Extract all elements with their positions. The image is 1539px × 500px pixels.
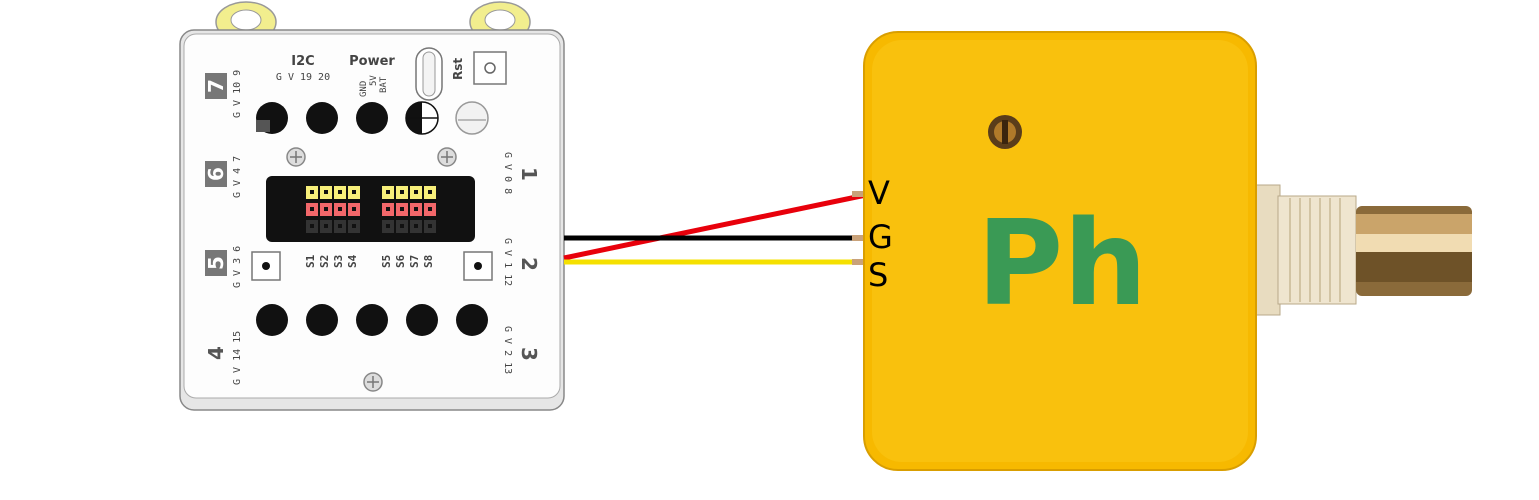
- reset-indicator: [455, 101, 489, 135]
- servo-pin-hole: [310, 207, 314, 211]
- servo-label: S7: [408, 255, 421, 268]
- port-number-4: 4: [204, 346, 228, 360]
- screw-icon: [363, 372, 383, 392]
- ph-sensor-module: Ph: [863, 31, 1472, 471]
- rst-label: Rst: [451, 58, 465, 80]
- servo-pin-hole: [386, 207, 390, 211]
- wire-v: [563, 192, 867, 261]
- servo-pin-hole: [310, 224, 314, 228]
- servo-label: S5: [380, 255, 393, 268]
- servo-label: S3: [332, 255, 345, 268]
- servo-pin-hole: [414, 224, 418, 228]
- i2c-pins-label: G V 19 20: [276, 72, 330, 83]
- power-socket[interactable]: [356, 102, 388, 134]
- port-number-2: 2: [517, 257, 541, 271]
- port-6-pins: G V 4 7: [232, 156, 243, 198]
- svg-text:5: 5: [204, 256, 228, 270]
- servo-pin-hole: [352, 224, 356, 228]
- port-4b-socket[interactable]: [306, 304, 338, 336]
- servo-pin-hole: [310, 190, 314, 194]
- wire-label-v: V: [868, 174, 890, 212]
- servo-pin-hole: [324, 207, 328, 211]
- controller-board: 7 6 5 4 1 2 3 G V 10 9 G V 4 7 G V 3 6 G…: [179, 1, 565, 411]
- port-3-pins: G V 2 13: [502, 326, 513, 374]
- servo-pin-hole: [414, 207, 418, 211]
- servo-pin-hole: [324, 190, 328, 194]
- servo-header: [266, 176, 475, 242]
- servo-label: S2: [318, 255, 331, 268]
- servo-pin-hole: [386, 190, 390, 194]
- port-4-pins: G V 14 15: [232, 331, 243, 385]
- wire-label-g: G: [868, 218, 893, 256]
- servo-label: S4: [346, 254, 359, 268]
- port-1-pins: G V 0 8: [502, 152, 513, 194]
- top-connector-row: [256, 101, 489, 135]
- port-2b-socket[interactable]: [406, 304, 438, 336]
- port-5-pins: G V 3 6: [232, 246, 243, 288]
- servo-pin-hole: [400, 224, 404, 228]
- servo-pin-hole: [428, 224, 432, 228]
- servo-pin-hole: [400, 207, 404, 211]
- bottom-connector-row: [256, 304, 488, 336]
- svg-text:6: 6: [204, 167, 228, 181]
- servo-pin-hole: [324, 224, 328, 228]
- port-3-socket[interactable]: [356, 304, 388, 336]
- port-7-pins: G V 10 9: [232, 70, 243, 118]
- svg-text:7: 7: [204, 79, 228, 93]
- servo-labels: S1 S2 S3 S4 S5 S6 S7 S8: [304, 254, 435, 268]
- servo-pin-hole: [386, 224, 390, 228]
- bnc-connector: [1249, 184, 1472, 316]
- port-number-3: 3: [517, 347, 541, 361]
- port-2-pins: G V 1 12: [502, 238, 513, 286]
- port-number-1: 1: [517, 167, 541, 181]
- servo-pin-hole: [414, 190, 418, 194]
- port-number-7: 7: [204, 73, 228, 99]
- screw-icon: [286, 147, 306, 167]
- switch-indicator: [405, 101, 439, 135]
- power-label: Power: [349, 54, 395, 69]
- servo-pin-hole: [400, 190, 404, 194]
- servo-label: S8: [422, 255, 435, 268]
- power-pin-gnd: GND: [359, 81, 369, 97]
- wire-label-s: S: [868, 256, 888, 294]
- servo-pin-hole: [338, 224, 342, 228]
- port-2-socket[interactable]: [456, 304, 488, 336]
- port-number-5: 5: [204, 250, 228, 276]
- servo-pin-hole: [352, 207, 356, 211]
- port-number-6: 6: [204, 161, 228, 187]
- reset-button[interactable]: [473, 51, 507, 85]
- sensor-label: Ph: [977, 194, 1148, 332]
- port-4-socket[interactable]: [256, 304, 288, 336]
- potentiometer-icon[interactable]: [988, 115, 1022, 149]
- servo-pin-hole: [338, 190, 342, 194]
- power-pin-bat: BAT: [379, 76, 389, 93]
- i2c-socket[interactable]: [306, 102, 338, 134]
- servo-pin-hole: [428, 190, 432, 194]
- wire-bundle: [563, 191, 867, 265]
- servo-pin-hole: [338, 207, 342, 211]
- servo-label: S1: [304, 254, 317, 268]
- power-pin-5v: 5V: [369, 75, 379, 86]
- servo-pin-hole: [428, 207, 432, 211]
- screw-icon: [437, 147, 457, 167]
- servo-label: S6: [394, 254, 407, 268]
- servo-pin-hole: [352, 190, 356, 194]
- i2c-label: I2C: [291, 54, 314, 69]
